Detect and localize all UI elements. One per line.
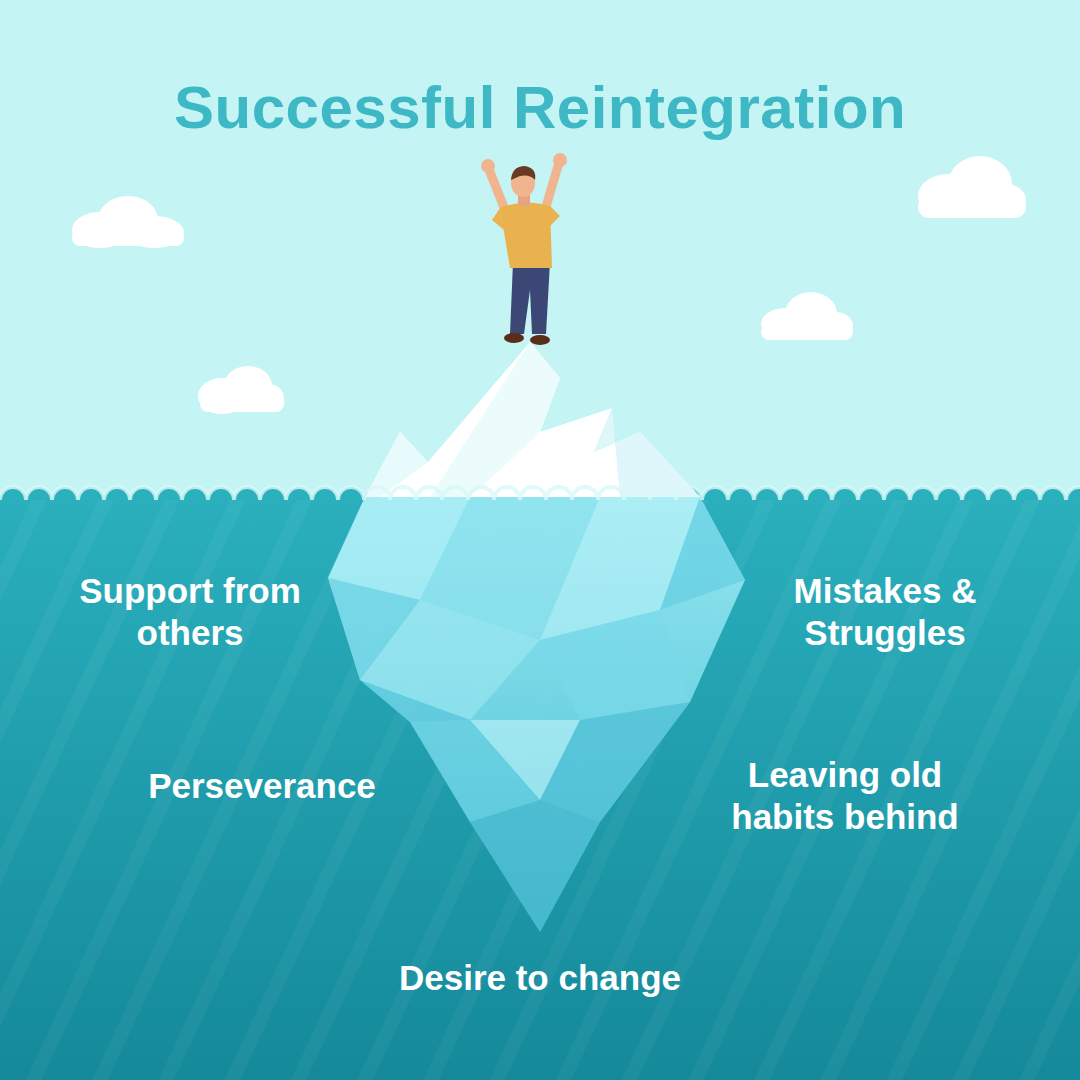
sky: [0, 0, 1080, 520]
diagram-title: Successful Reintegration: [174, 72, 906, 144]
person-figure: [481, 153, 567, 345]
iceberg-label: Mistakes & Struggles: [760, 570, 1010, 654]
wave-line: [0, 487, 1080, 500]
iceberg-underwater: [328, 497, 745, 932]
iceberg-label: Support from others: [65, 570, 315, 654]
iceberg-label: Perseverance: [132, 765, 392, 807]
iceberg-tip: [365, 342, 700, 497]
iceberg-label: Desire to change: [330, 957, 750, 999]
sea: [0, 487, 1080, 1080]
iceberg-label: Leaving old habits behind: [715, 754, 975, 838]
